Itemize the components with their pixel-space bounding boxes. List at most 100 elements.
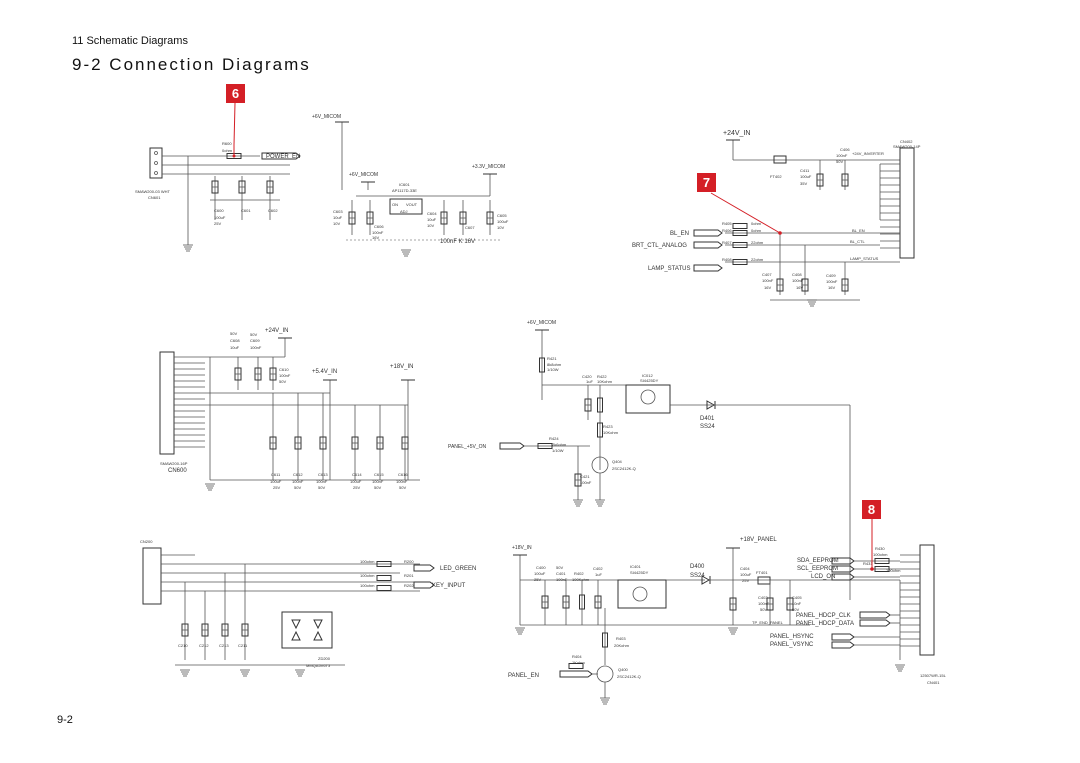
- c421-label: C421: [580, 474, 590, 479]
- c400-label: C400: [536, 565, 546, 570]
- r430-label: R430: [875, 546, 885, 551]
- panel-hdcp-clk-label: PANEL_HDCP_CLK: [796, 613, 851, 619]
- c408-cap: 100nF: [792, 278, 804, 283]
- c406-label: C406: [840, 147, 850, 152]
- c600-label: C600: [214, 208, 224, 213]
- c212-label: C212: [199, 643, 209, 648]
- power-en-label: POWER_EN: [266, 154, 300, 160]
- net-3v3-micom: +3.3V_MICOM: [472, 164, 505, 170]
- cn402-label: CN402: [900, 139, 913, 144]
- ft402-label: FT402: [770, 174, 782, 179]
- c603-label: C603: [333, 209, 343, 214]
- c407-voltage: 16V: [764, 285, 771, 290]
- ic601-pin-adj: ADJ: [400, 209, 408, 214]
- c616-cap: 100nF: [396, 479, 408, 484]
- net-6v-micom-2: +6V_MICOM: [349, 172, 378, 178]
- c608-label: C608: [230, 338, 240, 343]
- c402-label: C402: [593, 566, 603, 571]
- r424-value: 2k6ohm: [552, 442, 567, 447]
- lamp-status-label: LAMP_STATUS: [648, 266, 690, 272]
- c210-label: C210: [178, 643, 188, 648]
- c615-voltage: 50V: [374, 485, 381, 490]
- cn601-part: SMAW200-03 WHT: [135, 189, 171, 194]
- block-power-en: SMAW200-03 WHT CN601 R600 0ohm POWER_EN …: [135, 102, 349, 252]
- led-green-label: LED_GREEN: [440, 566, 476, 572]
- c600-value: 100uF: [214, 215, 226, 220]
- r600-label: R600: [222, 141, 232, 146]
- ic401-label: IC401: [630, 564, 641, 569]
- r423-value: 10Kohm: [603, 430, 619, 435]
- r404-label: R404: [572, 654, 582, 659]
- c400-voltage: 25V: [534, 577, 541, 582]
- ic012-part: SI4425DY: [640, 378, 659, 383]
- block-panel-5v: +6V_MICOM R421 8k8ohm 1/10W C420 1uF R42…: [448, 320, 851, 600]
- c404-voltage: 25V: [742, 578, 749, 583]
- c608-voltage: 50V: [230, 331, 237, 336]
- r406-value: 0ohm: [751, 228, 762, 233]
- c409-cap: 100nF: [826, 279, 838, 284]
- c604-label: C604: [427, 211, 437, 216]
- c606-voltage: 16V: [372, 235, 379, 240]
- c616-label: C616: [398, 472, 408, 477]
- zd200-label: ZD200: [318, 656, 331, 661]
- c614-voltage: 25V: [353, 485, 360, 490]
- c614-cap: 100uF: [350, 479, 362, 484]
- c604-voltage: 10V: [427, 223, 434, 228]
- net-6v-micom-3: +6V_MICOM: [527, 320, 556, 326]
- section-header: 11 Schematic Diagrams: [72, 35, 188, 47]
- block-ic601: +6V_MICOM +3.3V_MICOM IC601 AP1117D-33E …: [333, 164, 509, 257]
- c610-cap: 100nF: [279, 373, 291, 378]
- c406-cap: 100nF: [836, 153, 848, 158]
- c408-label: C408: [792, 272, 802, 277]
- c616-voltage: 50V: [399, 485, 406, 490]
- c602-label: C602: [268, 208, 278, 213]
- c612-label: C612: [293, 472, 303, 477]
- zd200-part: MMQA5V6T3: [306, 663, 331, 668]
- c605-cap: 100uF: [497, 219, 509, 224]
- c615-cap: 100nF: [372, 479, 384, 484]
- c612-voltage: 50V: [294, 485, 301, 490]
- key-input-label: KEY_INPUT: [432, 583, 466, 589]
- cn600-label: CN600: [168, 468, 187, 474]
- r405-label: R405: [722, 221, 732, 226]
- callout-badge-8: 8: [862, 500, 881, 519]
- cn200-label: CN200: [140, 539, 153, 544]
- r402-label: R402: [574, 571, 584, 576]
- d401-label: D401: [700, 416, 715, 422]
- net-24v-in-1: +24V_IN: [723, 130, 750, 137]
- panel-hdcp-data-label: PANEL_HDCP_DATA: [796, 621, 854, 627]
- c612-cap: 100nF: [292, 479, 304, 484]
- panel-en-label: PANEL_EN: [508, 673, 539, 679]
- c401-cap: 100nF: [556, 577, 568, 582]
- r200-label: R200: [404, 559, 414, 564]
- c420-label: C420: [582, 374, 592, 379]
- r406-label: R406: [722, 228, 732, 233]
- r200-value: 100ohm: [360, 559, 375, 564]
- ic012-label: IC012: [642, 373, 653, 378]
- r405-value: 0ohm: [751, 221, 762, 226]
- r407-value: 22ohm: [751, 240, 764, 245]
- c407-label: C407: [762, 272, 772, 277]
- ic601-pin-on: ON: [392, 202, 398, 207]
- net-5v4-in: +5.4V_IN: [312, 369, 337, 375]
- d400-label: D400: [690, 564, 705, 570]
- c401-label: C401: [556, 571, 566, 576]
- q400-part: 2SC2412K-Q: [617, 674, 641, 679]
- c606-label: C606: [374, 224, 384, 229]
- ft401-label: FT401: [756, 570, 768, 575]
- c403-cap: 100nF: [758, 601, 770, 606]
- c605-voltage: 10V: [497, 225, 504, 230]
- c402-cap: 1uF: [595, 572, 602, 577]
- c607-label: C607: [465, 225, 475, 230]
- ic601-pin-vout: VOUT: [406, 202, 418, 207]
- d401-part: SS24: [700, 424, 715, 430]
- c211-label: C211: [238, 643, 248, 648]
- r423-label: R423: [603, 424, 613, 429]
- c411-voltage: 35V: [800, 181, 807, 186]
- net-lamp-status: LAMP_STATUS: [850, 256, 879, 261]
- net-24v-in-2: +24V_IN: [265, 328, 289, 334]
- bl-en-label: BL_EN: [670, 231, 689, 237]
- r201-value: 100ohm: [360, 573, 375, 578]
- r422-value: 10Kohm: [597, 379, 613, 384]
- block-cn600: SMAW200-16P CN600 +24V_IN 50V C608 10uF …: [159, 328, 420, 491]
